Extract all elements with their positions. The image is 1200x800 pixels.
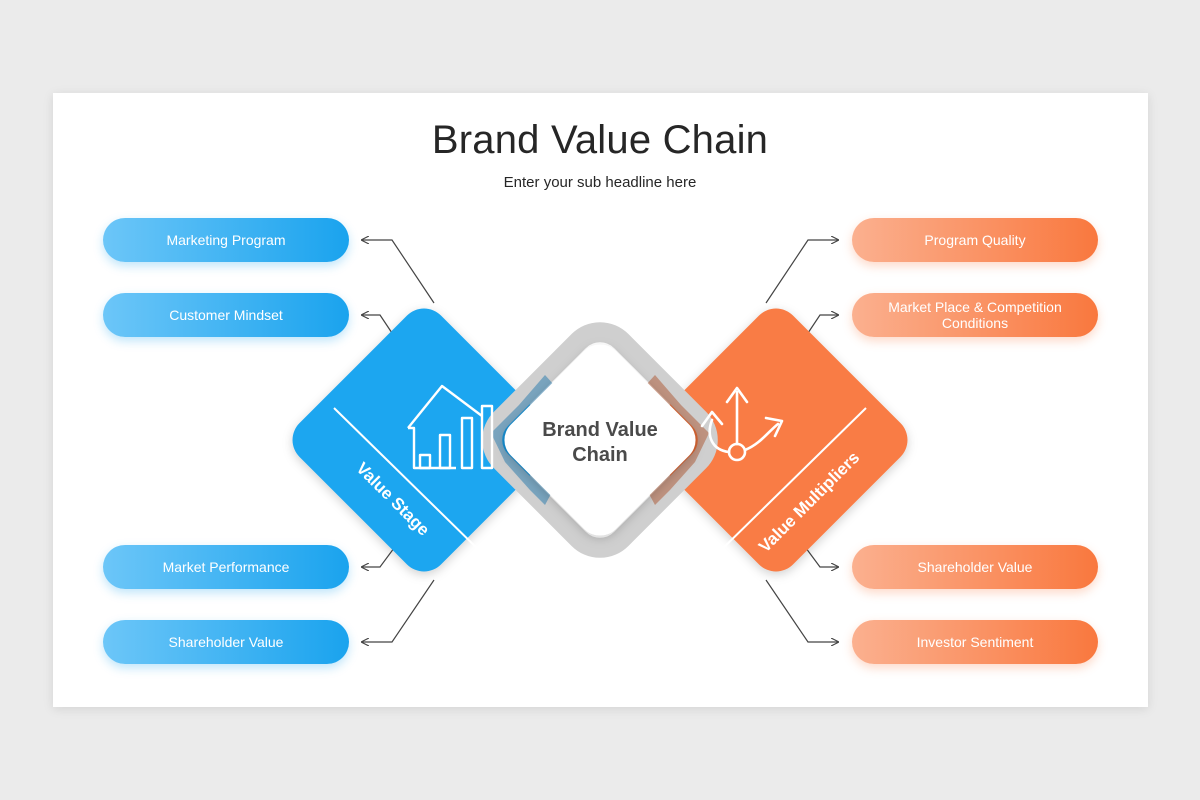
center-ring [482,322,718,558]
value-multipliers-block [644,308,908,572]
connector-investor-sentiment [765,579,838,642]
connector-marketing-program [362,240,435,304]
right-item-investor-sentiment: Investor Sentiment [852,620,1098,664]
right-item-program-quality: Program Quality [852,218,1098,262]
left-item-marketing-program: Marketing Program [103,218,349,262]
right-item-shareholder-value: Shareholder Value [852,545,1098,589]
connector-shareholder-value-left [362,579,435,642]
left-item-shareholder-value: Shareholder Value [103,620,349,664]
value-stage-divider [333,407,487,558]
slide-subtitle: Enter your sub headline here [503,174,697,191]
house-bar-chart-icon [407,384,494,470]
center-diamond [504,344,696,536]
slide-title: Brand Value Chain [431,118,769,162]
value-multipliers-divider [713,407,867,558]
left-item-market-performance: Market Performance [103,545,349,589]
center-title-line2: Chain [572,444,628,466]
value-stage-block [292,308,556,572]
left-item-customer-mindset: Customer Mindset [103,293,349,337]
right-item-market-place-competition: Market Place & Competition Conditions [852,293,1098,337]
center-title-line1: Brand Value [542,419,658,441]
connector-program-quality [765,240,838,304]
diverging-arrows-icon [700,386,784,462]
